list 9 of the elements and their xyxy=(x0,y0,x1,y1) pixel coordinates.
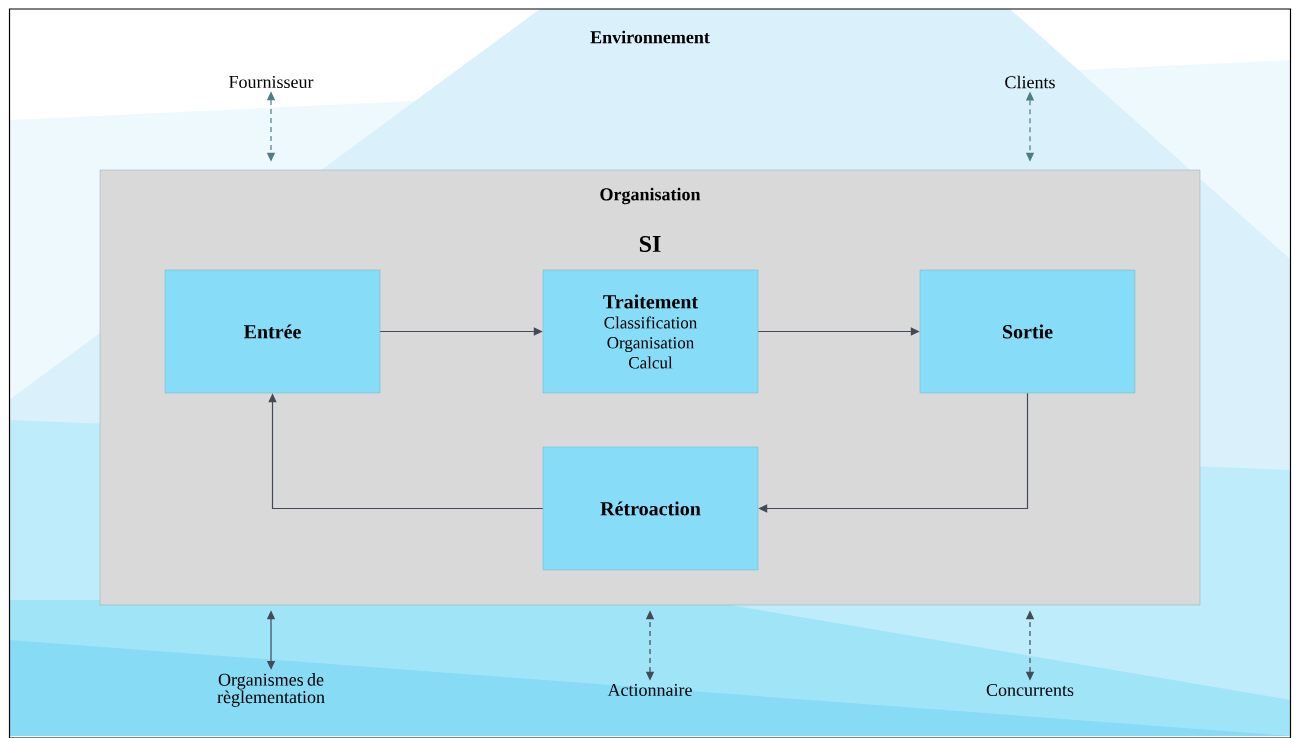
stakeholder-label: Fournisseur xyxy=(229,75,314,89)
stakeholder-label: Organismes de règlementation xyxy=(217,673,325,707)
process-box: Entrée xyxy=(164,269,381,394)
process-box: Sortie xyxy=(919,269,1136,394)
process-box: Rétroaction xyxy=(542,446,759,571)
stakeholder-label: Actionnaire xyxy=(607,683,692,697)
stakeholder-label: Clients xyxy=(1005,75,1055,89)
process-box: Traitement Classification Organisation Calcul xyxy=(542,269,759,394)
stakeholder-label: Concurrents xyxy=(986,683,1074,697)
